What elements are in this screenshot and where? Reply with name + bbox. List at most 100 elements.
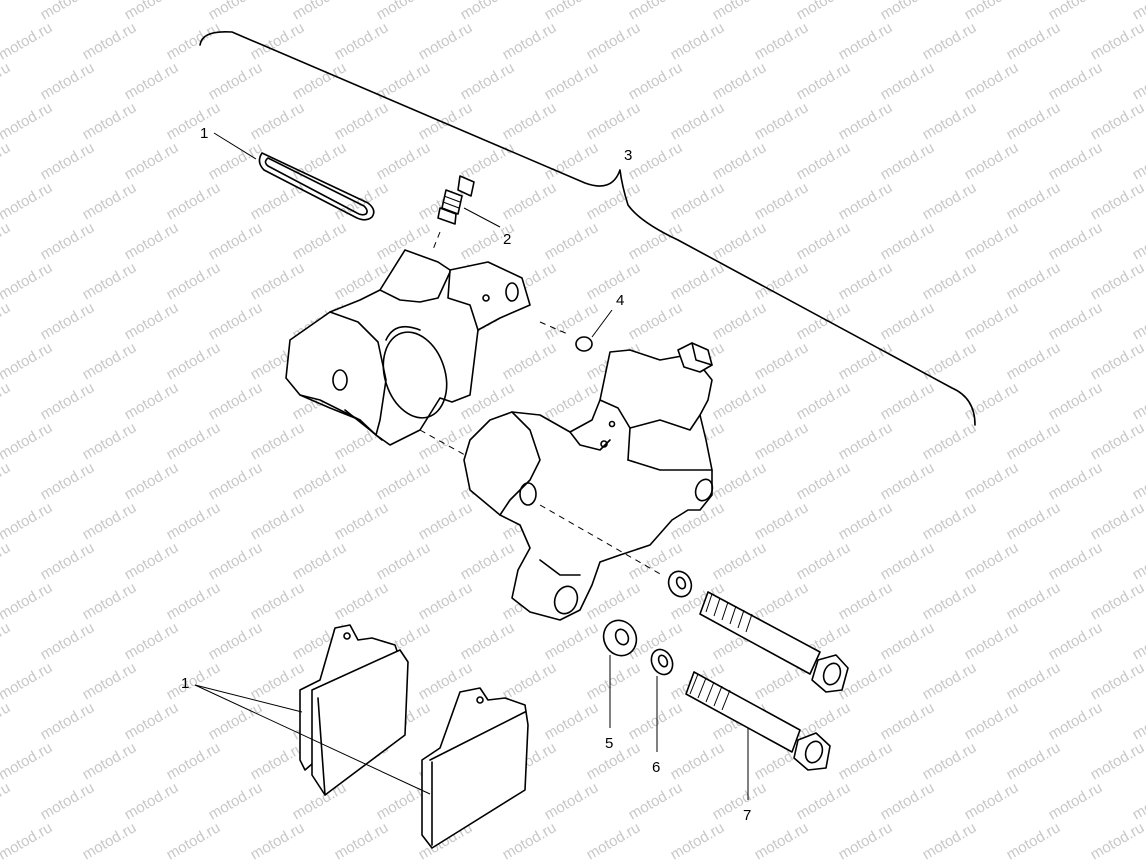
watermark-text: motod.ru [248, 499, 308, 543]
watermark-text: motod.ru [0, 739, 55, 783]
watermark-text: motod.ru [920, 499, 980, 543]
watermark-text: motod.ru [626, 699, 686, 743]
watermark-text: motod.ru [122, 459, 182, 503]
watermark-text: motod.ru [794, 139, 854, 183]
watermark-text: motod.ru [206, 299, 266, 343]
washer-small [647, 646, 676, 752]
watermark-text: motod.ru [962, 619, 1022, 663]
watermark-text: motod.ru [1046, 779, 1106, 823]
watermark-text: motod.ru [122, 139, 182, 183]
watermark-text: motod.ru [920, 419, 980, 463]
watermark-text: motod.ru [0, 219, 13, 263]
watermark-text: motod.ru [80, 19, 140, 63]
watermark-text: motod.ru [164, 179, 224, 223]
watermark-text: motod.ru [542, 379, 602, 423]
watermark-text: motod.ru [626, 139, 686, 183]
watermark-text: motod.ru [920, 579, 980, 623]
watermark-text: motod.ru [1088, 339, 1146, 383]
watermark-text: motod.ru [836, 419, 896, 463]
callout-6-washer: 6 [652, 759, 660, 776]
watermark-text: motod.ru [122, 219, 182, 263]
watermark-text: motod.ru [0, 379, 13, 423]
watermark-text: motod.ru [290, 219, 350, 263]
watermark-text: motod.ru [0, 619, 13, 663]
watermark-text: motod.ru [38, 379, 98, 423]
watermark-text: motod.ru [80, 499, 140, 543]
watermark-text: motod.ru [920, 339, 980, 383]
watermark-text: motod.ru [416, 19, 476, 63]
watermark-text: motod.ru [794, 299, 854, 343]
watermark-text: motod.ru [1004, 659, 1064, 703]
watermark-text: motod.ru [164, 259, 224, 303]
watermark-text: motod.ru [962, 459, 1022, 503]
watermark-text: motod.ru [1004, 179, 1064, 223]
watermark-text: motod.ru [1004, 419, 1064, 463]
watermark-text: motod.ru [710, 459, 770, 503]
watermark-text: motod.ru [836, 259, 896, 303]
watermark-text: motod.ru [962, 299, 1022, 343]
watermark-text: motod.ru [752, 179, 812, 223]
watermark-text: motod.ru [794, 459, 854, 503]
watermark-text: motod.ru [794, 219, 854, 263]
watermark-text: motod.ru [500, 339, 560, 383]
watermark-text: motod.ru [1088, 179, 1146, 223]
watermark-text: motod.ru [500, 99, 560, 143]
watermark-text: motod.ru [1046, 299, 1106, 343]
watermark-text: motod.ru [0, 59, 13, 103]
watermark-text: motod.ru [962, 59, 1022, 103]
watermark-text: motod.ru [962, 379, 1022, 423]
watermark-text: motod.ru [584, 99, 644, 143]
watermark-text: motod.ru [0, 99, 55, 143]
watermark-text: motod.ru [878, 619, 938, 663]
watermark-text: motod.ru [794, 539, 854, 583]
watermark-text: motod.ru [206, 619, 266, 663]
watermark-text: motod.ru [794, 379, 854, 423]
watermark-text: motod.ru [206, 779, 266, 823]
watermark-text: motod.ru [1004, 819, 1064, 860]
watermark-text: motod.ru [1046, 219, 1106, 263]
watermark-text: motod.ru [962, 699, 1022, 743]
watermark-text: motod.ru [1004, 19, 1064, 63]
watermark-text: motod.ru [962, 539, 1022, 583]
watermark-text: motod.ru [1130, 139, 1146, 183]
watermark-text: motod.ru [962, 219, 1022, 263]
watermark-text: motod.ru [920, 819, 980, 860]
watermark-text: motod.ru [836, 179, 896, 223]
watermark-text: motod.ru [710, 539, 770, 583]
watermark-text: motod.ru [248, 99, 308, 143]
watermark-text: motod.ru [458, 59, 518, 103]
watermark-text: motod.ru [38, 219, 98, 263]
watermark-text: motod.ru [1130, 539, 1146, 583]
watermark-text: motod.ru [0, 779, 13, 823]
watermark-text: motod.ru [668, 259, 728, 303]
watermark-text: motod.ru [0, 139, 13, 183]
watermark-text: motod.ru [332, 179, 392, 223]
watermark-text: motod.ru [1088, 579, 1146, 623]
watermark-text: motod.ru [584, 819, 644, 860]
watermark-text: motod.ru [0, 459, 13, 503]
watermark-text: motod.ru [1130, 299, 1146, 343]
watermark-text: motod.ru [164, 499, 224, 543]
watermark-text: motod.ru [164, 659, 224, 703]
watermark-text: motod.ru [164, 739, 224, 783]
watermark-text: motod.ru [878, 379, 938, 423]
watermark-text: motod.ru [0, 259, 55, 303]
watermark-text: motod.ru [80, 739, 140, 783]
watermark-text: motod.ru [752, 419, 812, 463]
watermark-text: motod.ru [1088, 19, 1146, 63]
watermark-text: motod.ru [332, 19, 392, 63]
watermark-text: motod.ru [1130, 59, 1146, 103]
watermark-text: motod.ru [248, 659, 308, 703]
watermark-text: motod.ru [752, 99, 812, 143]
watermark-text: motod.ru [1046, 699, 1106, 743]
watermark-text: motod.ru [416, 579, 476, 623]
watermark-text: motod.ru [1088, 819, 1146, 860]
watermark-text: motod.ru [458, 139, 518, 183]
watermark-text: motod.ru [752, 339, 812, 383]
watermark-text: motod.ru [542, 699, 602, 743]
watermark-text: motod.ru [752, 499, 812, 543]
watermark-text: motod.ru [878, 139, 938, 183]
watermark-text: motod.ru [626, 59, 686, 103]
watermark-text: motod.ru [962, 139, 1022, 183]
